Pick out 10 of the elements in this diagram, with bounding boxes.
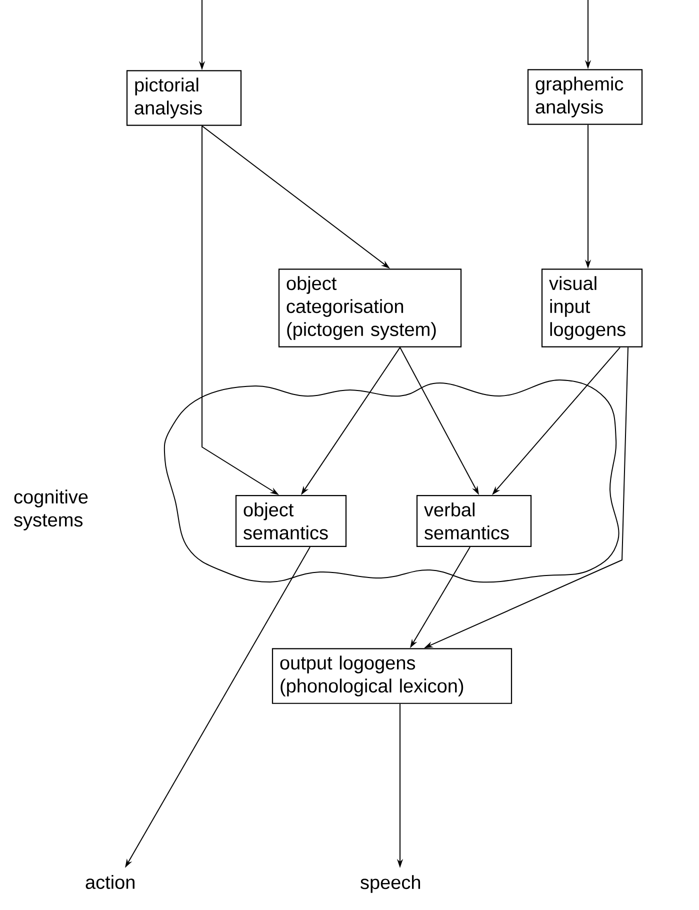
process-box: pictorial analysis <box>126 70 242 126</box>
output-label: action <box>86 875 134 889</box>
node-label: cognitive systems <box>14 490 88 530</box>
process-box: verbal semantics <box>416 494 532 548</box>
process-box: object semantics <box>235 494 347 548</box>
process-box: visual input logogens <box>541 268 643 348</box>
process-box: output logogens (phonological lexicon) <box>272 648 512 704</box>
process-box: object categorisation (pictogen system) <box>278 268 462 348</box>
process-box: graphemic analysis <box>527 69 643 125</box>
output-label: speech <box>360 875 420 893</box>
